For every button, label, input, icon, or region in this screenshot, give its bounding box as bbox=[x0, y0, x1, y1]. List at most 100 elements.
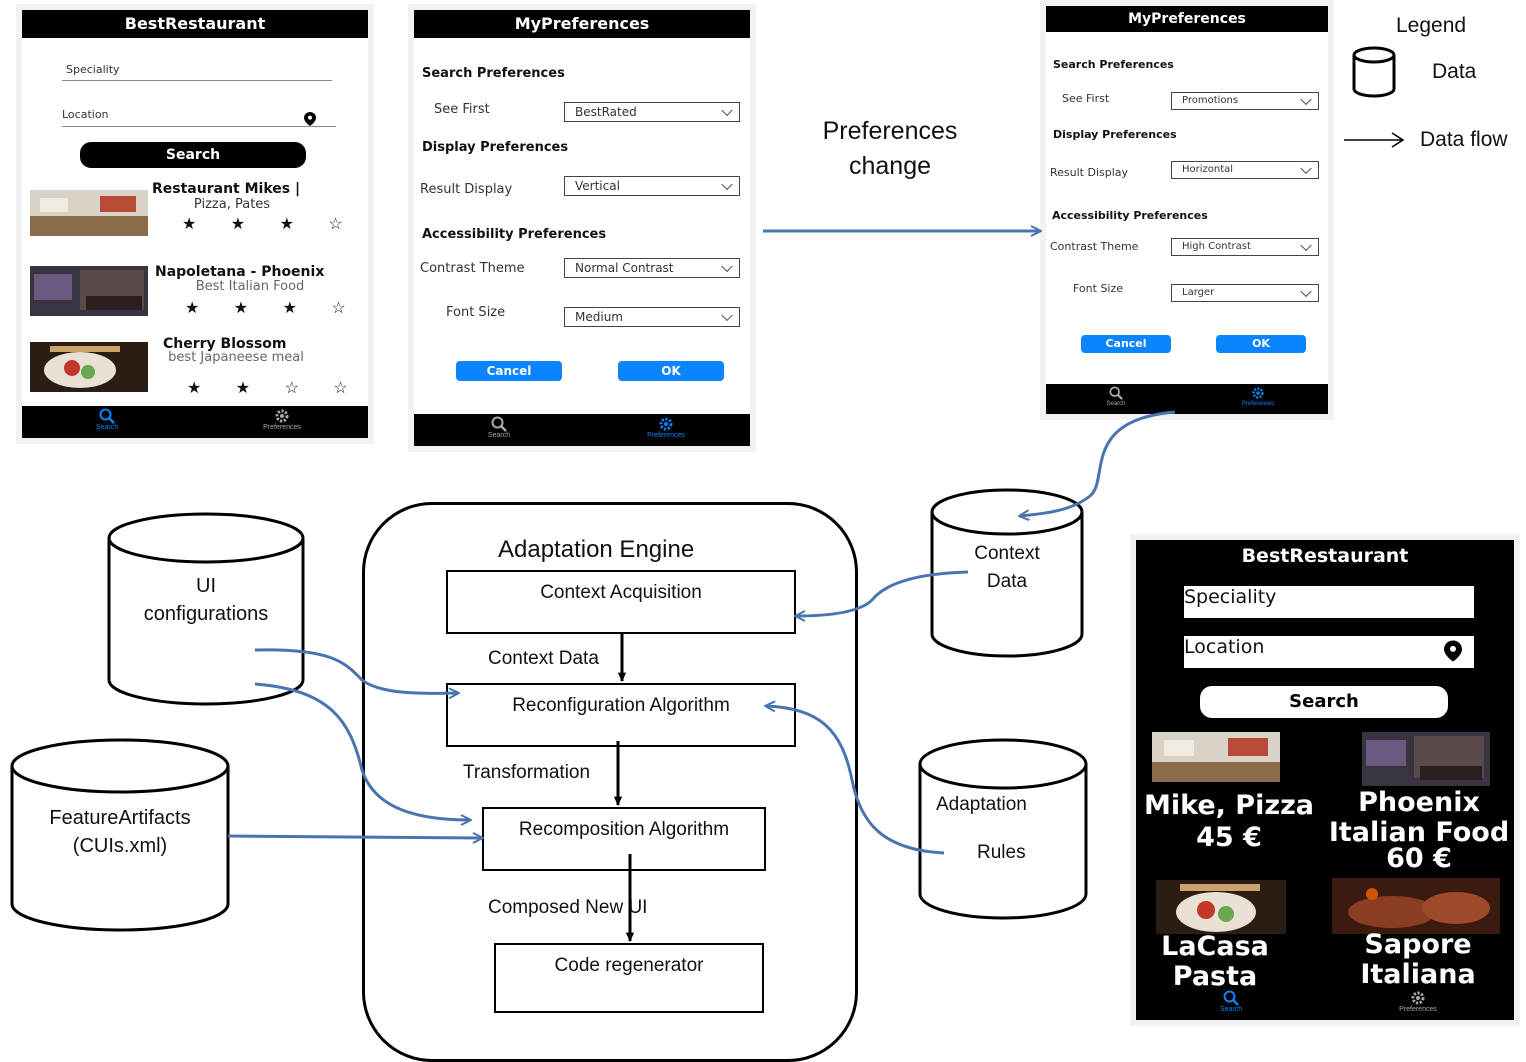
rating-stars: ★ ★ ★ ☆ bbox=[185, 300, 361, 317]
result-item-phoenix[interactable]: Phoenix Italian Food 60 € bbox=[1324, 789, 1514, 872]
gear-icon bbox=[659, 417, 673, 431]
restaurant-thumbnail bbox=[30, 266, 148, 316]
result-line2: Italian Food bbox=[1328, 817, 1510, 848]
contrast-theme-select[interactable]: High Contrast bbox=[1171, 238, 1319, 256]
font-size-value: Larger bbox=[1182, 287, 1215, 298]
adaptation-engine-title: Adaptation Engine bbox=[498, 536, 695, 563]
location-input[interactable]: Location bbox=[1184, 636, 1474, 668]
location-input[interactable]: Location bbox=[62, 108, 109, 121]
context-data-label: Context Data bbox=[930, 540, 1084, 596]
location-pin-icon bbox=[304, 112, 316, 126]
nav-preferences[interactable]: Preferences bbox=[1222, 384, 1294, 407]
reconfiguration-algorithm-label: Reconfiguration Algorithm bbox=[512, 695, 730, 716]
speciality-input[interactable]: Speciality bbox=[1184, 586, 1474, 618]
reconfiguration-algorithm-box: Reconfiguration Algorithm bbox=[446, 683, 796, 747]
cancel-button[interactable]: Cancel bbox=[456, 361, 562, 381]
result-line2: Pasta bbox=[1172, 961, 1258, 992]
see-first-select[interactable]: Promotions bbox=[1171, 92, 1319, 110]
search-button[interactable]: Search bbox=[80, 142, 306, 168]
font-size-select[interactable]: Medium bbox=[564, 307, 740, 327]
speciality-input[interactable]: Speciality bbox=[66, 63, 120, 76]
feature-artifacts-line2: (CUIs.xml) bbox=[72, 835, 168, 857]
restaurant-name[interactable]: Cherry Blossom bbox=[163, 336, 287, 352]
feature-artifacts-datastore bbox=[10, 738, 230, 932]
restaurant-name[interactable]: Restaurant Mikes | bbox=[152, 181, 301, 197]
restaurant-subtitle: best Japaneese meal bbox=[168, 350, 304, 365]
location-pin-icon bbox=[1444, 640, 1462, 662]
adaptation-rules-line2: Rules bbox=[977, 842, 1026, 863]
font-size-select[interactable]: Larger bbox=[1171, 284, 1319, 302]
adaptation-rules-datastore bbox=[918, 738, 1088, 920]
ok-button[interactable]: OK bbox=[618, 361, 724, 381]
screen-best-restaurant-original: BestRestaurant Speciality Location Searc… bbox=[22, 10, 368, 438]
nav-preferences-label: Preferences bbox=[647, 432, 685, 439]
nav-preferences[interactable]: Preferences bbox=[628, 414, 704, 439]
flow-arrows bbox=[227, 0, 1176, 942]
result-display-select[interactable]: Horizontal bbox=[1171, 161, 1319, 179]
result-price: 45 € bbox=[1196, 822, 1262, 853]
contrast-theme-label: Contrast Theme bbox=[420, 261, 525, 276]
restaurant-thumbnail bbox=[1156, 880, 1286, 934]
see-first-value: Promotions bbox=[1182, 95, 1239, 106]
nav-search[interactable]: Search bbox=[72, 406, 142, 431]
recomposition-algorithm-box: Recomposition Algorithm bbox=[482, 807, 766, 871]
contrast-theme-select[interactable]: Normal Contrast bbox=[564, 258, 740, 278]
result-line2: Italiana bbox=[1360, 959, 1476, 990]
legend-data-label: Data bbox=[1432, 60, 1477, 83]
restaurant-thumbnail bbox=[30, 190, 148, 236]
search-icon bbox=[1109, 386, 1123, 400]
feature-artifacts-line1: FeatureArtifacts bbox=[49, 807, 191, 829]
section-accessibility-preferences: Accessibility Preferences bbox=[1052, 209, 1208, 222]
arrow-rules-to-reconfiguration bbox=[766, 706, 945, 855]
ui-configurations-datastore bbox=[107, 512, 305, 706]
rating-stars: ★ ★ ★ ☆ bbox=[182, 216, 358, 233]
ui-configurations-line1: UI bbox=[196, 575, 216, 597]
context-data-line2: Data bbox=[986, 571, 1028, 592]
see-first-label: See First bbox=[434, 102, 490, 117]
result-display-label: Result Display bbox=[420, 182, 513, 197]
search-button[interactable]: Search bbox=[1200, 686, 1448, 718]
see-first-select[interactable]: BestRated bbox=[564, 102, 740, 122]
result-item-mike-pizza[interactable]: Mike, Pizza 45 € bbox=[1136, 790, 1322, 854]
result-display-value: Horizontal bbox=[1182, 164, 1234, 175]
gear-icon bbox=[1411, 991, 1425, 1005]
screen-my-preferences-after: MyPreferences Search Preferences See Fir… bbox=[1046, 6, 1328, 414]
cancel-button[interactable]: Cancel bbox=[1081, 335, 1171, 353]
result-display-select[interactable]: Vertical bbox=[564, 176, 740, 196]
bottom-nav: Search Preferences bbox=[1046, 384, 1328, 414]
restaurant-name[interactable]: Napoletana - Phoenix bbox=[155, 264, 325, 280]
rating-stars: ★ ★ ☆ ☆ bbox=[187, 380, 363, 397]
font-size-label: Font Size bbox=[446, 305, 506, 320]
screen-best-restaurant-adapted: BestRestaurant Speciality Location Searc… bbox=[1136, 540, 1514, 1020]
search-icon bbox=[1223, 990, 1239, 1006]
arrow-prefs-to-context-data bbox=[1020, 410, 1176, 516]
arrow-legend-icon bbox=[1344, 132, 1405, 148]
result-item-lacasa[interactable]: LaCasa Pasta bbox=[1136, 932, 1294, 992]
result-display-label: Result Display bbox=[1050, 166, 1129, 179]
arrow-ui-config-to-recomposition bbox=[254, 682, 470, 820]
nav-search-label: Search bbox=[95, 424, 119, 431]
font-size-value: Medium bbox=[575, 310, 623, 324]
section-display-preferences: Display Preferences bbox=[1053, 128, 1177, 141]
nav-preferences[interactable]: Preferences bbox=[244, 406, 320, 431]
contrast-theme-label: Contrast Theme bbox=[1050, 240, 1139, 253]
restaurant-thumbnail bbox=[30, 342, 148, 392]
ok-button[interactable]: OK bbox=[1216, 335, 1306, 353]
restaurant-thumbnail bbox=[1362, 732, 1490, 786]
gear-icon bbox=[1252, 387, 1264, 399]
nav-search[interactable]: Search bbox=[1086, 384, 1146, 407]
app-title: BestRestaurant bbox=[1136, 540, 1514, 572]
speciality-underline bbox=[62, 80, 332, 81]
nav-search[interactable]: Search bbox=[1196, 988, 1266, 1013]
context-acquisition-box: Context Acquisition bbox=[446, 570, 796, 634]
datastore-legend-icon bbox=[1352, 46, 1396, 98]
nav-search-label: Search bbox=[1106, 401, 1126, 407]
search-icon bbox=[491, 416, 507, 432]
location-underline bbox=[62, 126, 336, 127]
arrow-ui-config-to-reconfiguration bbox=[254, 648, 458, 694]
nav-preferences-label: Preferences bbox=[263, 424, 301, 431]
nav-preferences[interactable]: Preferences bbox=[1380, 988, 1456, 1013]
nav-search[interactable]: Search bbox=[464, 414, 534, 439]
result-item-sapore[interactable]: Sapore Italiana bbox=[1332, 930, 1504, 990]
feature-artifacts-label: FeatureArtifacts (CUIs.xml) bbox=[10, 804, 230, 860]
